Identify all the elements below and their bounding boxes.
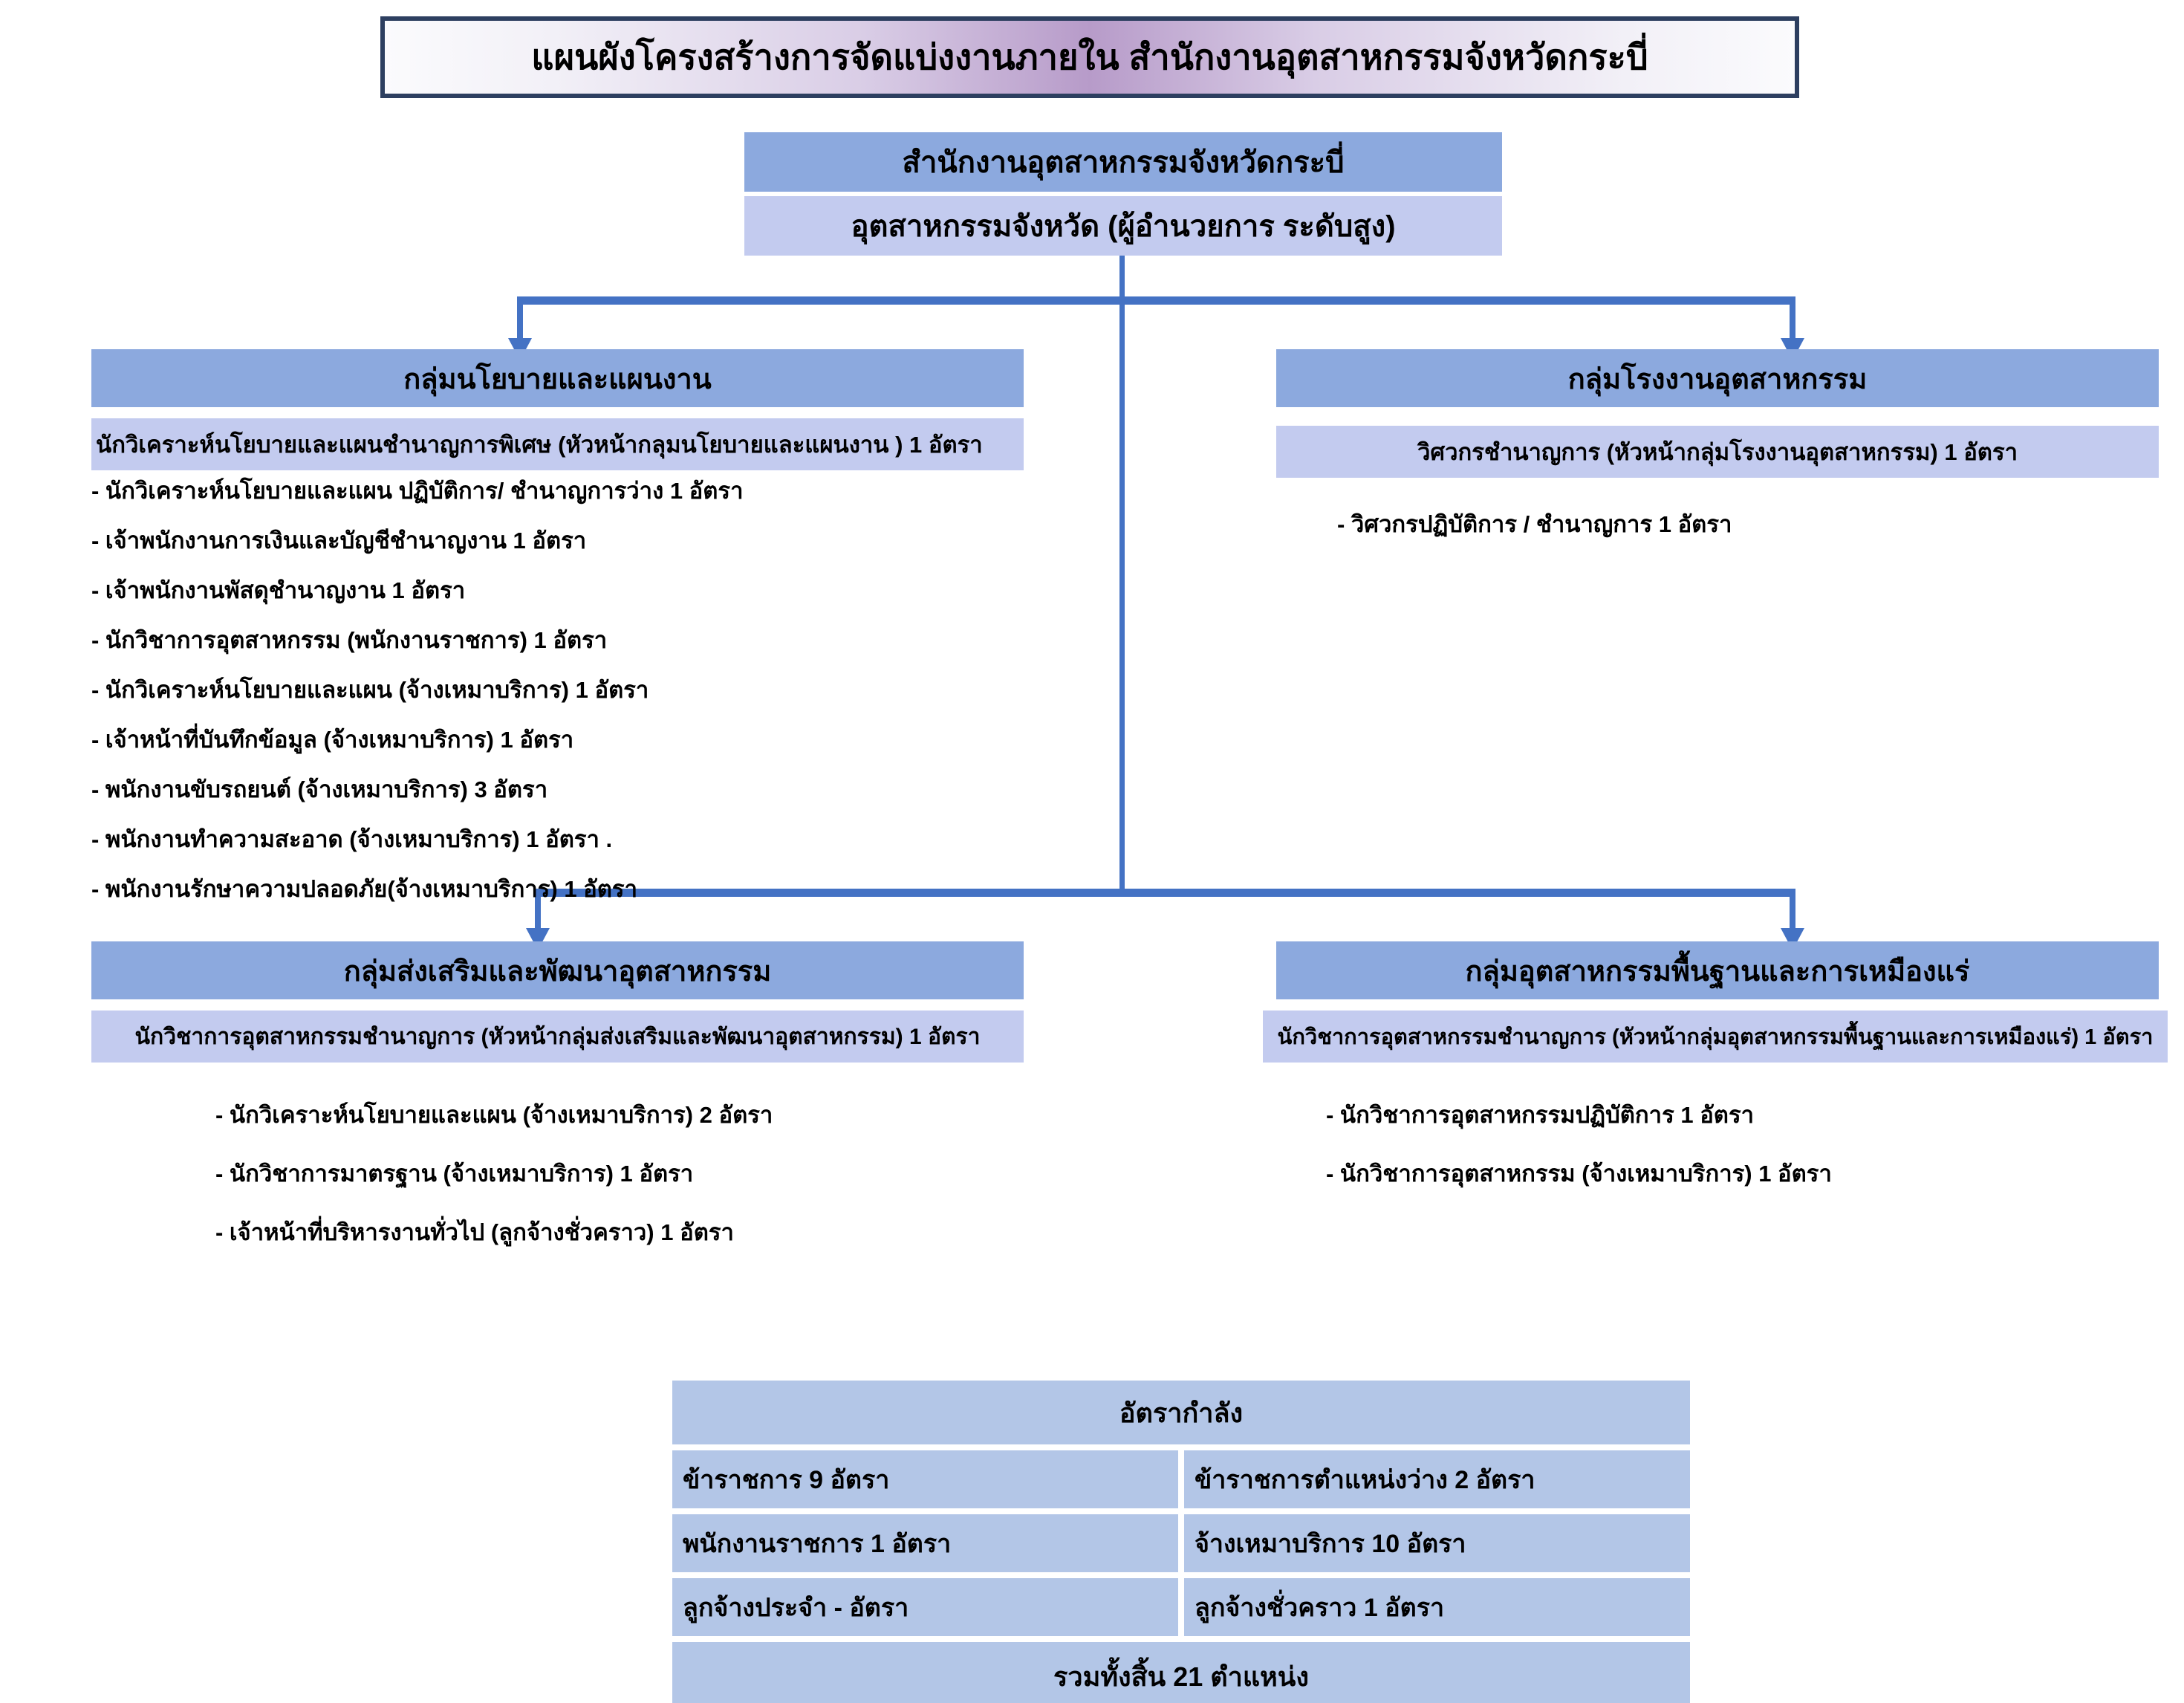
summary-title-row: อัตรากำลัง bbox=[672, 1381, 1690, 1444]
summary-row: พนักงานราชการ 1 อัตรา จ้างเหมาบริการ 10 … bbox=[672, 1514, 1690, 1572]
staffing-summary-table: อัตรากำลัง ข้าราชการ 9 อัตรา ข้าราชการตำ… bbox=[672, 1381, 1690, 1703]
group-header-promotion-and-development: กลุ่มส่งเสริมและพัฒนาอุตสาหกรรม bbox=[91, 941, 1024, 999]
root-director-box: อุตสาหกรรมจังหวัด (ผู้อำนวยการ ระดับสูง) bbox=[744, 196, 1502, 256]
connector-drop-lower-left bbox=[535, 889, 541, 933]
group-header-policy-and-plan: กลุ่มนโยบายและแผนงาน bbox=[91, 349, 1024, 407]
staff-item: - นักวิชาการมาตรฐาน (จ้างเหมาบริการ) 1 อ… bbox=[215, 1161, 694, 1187]
chart-title-text: แผนผังโครงสร้างการจัดแบ่งงานภายใน สำนักง… bbox=[531, 37, 1648, 77]
summary-total: รวมทั้งสิ้น 21 ตำแหน่ง bbox=[672, 1642, 1690, 1703]
staff-item: - เจ้าพนักงานการเงินและบัญชีชำนาญงาน 1 อ… bbox=[91, 528, 587, 554]
staff-item: - เจ้าพนักงานพัสดุชำนาญงาน 1 อัตรา bbox=[91, 577, 466, 603]
group-staff-list-basic-industry-and-mining: - นักวิชาการอุตสาหกรรมปฏิบัติการ 1 อัตรา… bbox=[1326, 1103, 2180, 1221]
connector-drop-upper-left bbox=[517, 296, 523, 343]
staff-item: - วิศวกรปฏิบัติการ / ชำนาญการ 1 อัตรา bbox=[1337, 511, 1732, 537]
staff-item: - นักวิเคราะห์นโยบายและแผน (จ้างเหมาบริก… bbox=[215, 1102, 773, 1128]
chart-title-banner: แผนผังโครงสร้างการจัดแบ่งงานภายใน สำนักง… bbox=[380, 16, 1799, 98]
group-lead-label: นักวิชาการอุตสาหกรรมชำนาญการ (หัวหน้ากลุ… bbox=[134, 1024, 981, 1049]
group-header-label: กลุ่มนโยบายและแผนงาน bbox=[403, 363, 712, 395]
root-office-label: สำนักงานอุตสาหกรรมจังหวัดกระบี่ bbox=[902, 146, 1345, 179]
group-header-basic-industry-and-mining: กลุ่มอุตสาหกรรมพื้นฐานและการเหมืองแร่ bbox=[1276, 941, 2159, 999]
summary-cell-left: พนักงานราชการ 1 อัตรา bbox=[672, 1514, 1178, 1572]
group-lead-label: วิศวกรชำนาญการ (หัวหน้ากลุ่มโรงงานอุตสาห… bbox=[1417, 439, 2018, 465]
summary-cell-left: ลูกจ้างประจำ - อัตรา bbox=[672, 1578, 1178, 1636]
staff-item: - เจ้าหน้าที่บันทึกข้อมูล (จ้างเหมาบริกา… bbox=[91, 727, 574, 753]
staff-item: - พนักงานทำความสะอาด (จ้างเหมาบริการ) 1 … bbox=[91, 826, 613, 852]
group-header-label: กลุ่มอุตสาหกรรมพื้นฐานและการเหมืองแร่ bbox=[1465, 956, 1970, 987]
staff-item: - นักวิชาการอุตสาหกรรม (จ้างเหมาบริการ) … bbox=[1326, 1161, 1832, 1187]
connector-drop-upper-right bbox=[1790, 296, 1795, 343]
summary-cell-right: จ้างเหมาบริการ 10 อัตรา bbox=[1184, 1514, 1690, 1572]
summary-total-row: รวมทั้งสิ้น 21 ตำแหน่ง bbox=[672, 1642, 1690, 1703]
staff-item: - นักวิชาการอุตสาหกรรมปฏิบัติการ 1 อัตรา bbox=[1326, 1102, 1754, 1128]
staff-item: - เจ้าหน้าที่บริหารงานทั่วไป (ลูกจ้างชั่… bbox=[215, 1219, 734, 1245]
summary-row: ลูกจ้างประจำ - อัตรา ลูกจ้างชั่วคราว 1 อ… bbox=[672, 1578, 1690, 1636]
connector-horizontal-bar-lower bbox=[535, 889, 1795, 897]
connector-vertical-trunk bbox=[1119, 256, 1125, 889]
staff-item: - นักวิเคราะห์นโยบายและแผน ปฏิบัติการ/ ช… bbox=[91, 478, 744, 504]
staff-item: - พนักงานรักษาความปลอดภัย(จ้างเหมาบริการ… bbox=[91, 876, 637, 902]
group-lead-promotion-and-development: นักวิชาการอุตสาหกรรมชำนาญการ (หัวหน้ากลุ… bbox=[91, 1011, 1024, 1063]
connector-drop-lower-right bbox=[1790, 889, 1795, 933]
root-office-box: สำนักงานอุตสาหกรรมจังหวัดกระบี่ bbox=[744, 132, 1502, 192]
staff-item: - พนักงานขับรถยนต์ (จ้างเหมาบริการ) 3 อั… bbox=[91, 776, 548, 802]
group-lead-policy-and-plan: นักวิเคราะห์นโยบายและแผนชำนาญการพิเศษ (ห… bbox=[91, 418, 1024, 470]
staff-item: - นักวิชาการอุตสาหกรรม (พนักงานราชการ) 1… bbox=[91, 627, 608, 653]
group-lead-label: นักวิชาการอุตสาหกรรมชำนาญการ (หัวหน้ากลุ… bbox=[1277, 1025, 2154, 1049]
group-lead-label: นักวิเคราะห์นโยบายและแผนชำนาญการพิเศษ (ห… bbox=[96, 432, 983, 458]
group-lead-basic-industry-and-mining: นักวิชาการอุตสาหกรรมชำนาญการ (หัวหน้ากลุ… bbox=[1263, 1011, 2168, 1063]
group-staff-list-promotion-and-development: - นักวิเคราะห์นโยบายและแผน (จ้างเหมาบริก… bbox=[215, 1103, 1107, 1279]
summary-row: ข้าราชการ 9 อัตรา ข้าราชการตำแหน่งว่าง 2… bbox=[672, 1450, 1690, 1508]
summary-cell-right: ข้าราชการตำแหน่งว่าง 2 อัตรา bbox=[1184, 1450, 1690, 1508]
group-lead-industrial-factory: วิศวกรชำนาญการ (หัวหน้ากลุ่มโรงงานอุตสาห… bbox=[1276, 426, 2159, 478]
connector-horizontal-bar-upper bbox=[517, 296, 1795, 305]
group-staff-list-industrial-factory: - วิศวกรปฏิบัติการ / ชำนาญการ 1 อัตรา bbox=[1337, 513, 2154, 562]
staff-item: - นักวิเคราะห์นโยบายและแผน (จ้างเหมาบริก… bbox=[91, 677, 649, 703]
group-header-industrial-factory: กลุ่มโรงงานอุตสาหกรรม bbox=[1276, 349, 2159, 407]
summary-cell-right: ลูกจ้างชั่วคราว 1 อัตรา bbox=[1184, 1578, 1690, 1636]
root-director-label: อุตสาหกรรมจังหวัด (ผู้อำนวยการ ระดับสูง) bbox=[851, 210, 1396, 243]
group-header-label: กลุ่มโรงงานอุตสาหกรรม bbox=[1567, 363, 1868, 395]
group-header-label: กลุ่มส่งเสริมและพัฒนาอุตสาหกรรม bbox=[343, 956, 772, 987]
summary-cell-left: ข้าราชการ 9 อัตรา bbox=[672, 1450, 1178, 1508]
summary-title: อัตรากำลัง bbox=[672, 1381, 1690, 1444]
group-staff-list-policy-and-plan: - นักวิเคราะห์นโยบายและแผน ปฏิบัติการ/ ช… bbox=[91, 479, 1057, 927]
